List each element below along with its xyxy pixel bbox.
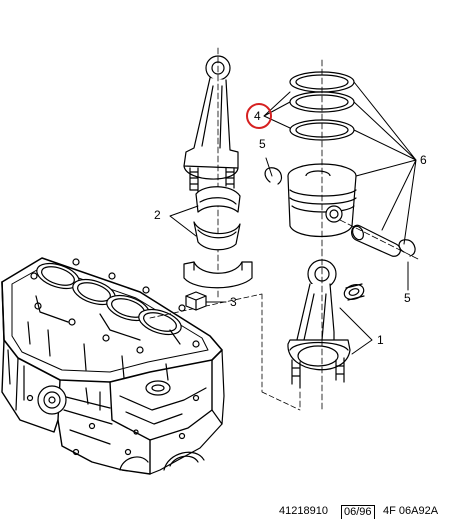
footer-code: 4F 06A92A (383, 505, 439, 517)
bearing-shells (193, 186, 241, 251)
engine-block (1, 257, 225, 475)
leader-lines (169, 81, 417, 355)
footer-date: 06/96 (341, 505, 375, 519)
callout-2: 2 (154, 208, 161, 222)
circlips (264, 167, 416, 257)
footer-part-number: 41218910 (279, 505, 328, 517)
callout-4: 4 (254, 109, 261, 123)
callout-5-upper: 5 (259, 137, 266, 151)
connecting-rod-upper (183, 55, 239, 193)
callout-6: 6 (420, 153, 427, 167)
rod-cap (183, 261, 253, 289)
callout-5-lower: 5 (404, 291, 411, 305)
gudgeon-pin (351, 224, 401, 257)
highlight-circle (246, 103, 272, 129)
callout-1: 1 (377, 333, 384, 347)
connecting-rod-assembled (287, 259, 365, 389)
rod-nut (185, 291, 207, 311)
callout-3: 3 (230, 295, 237, 309)
